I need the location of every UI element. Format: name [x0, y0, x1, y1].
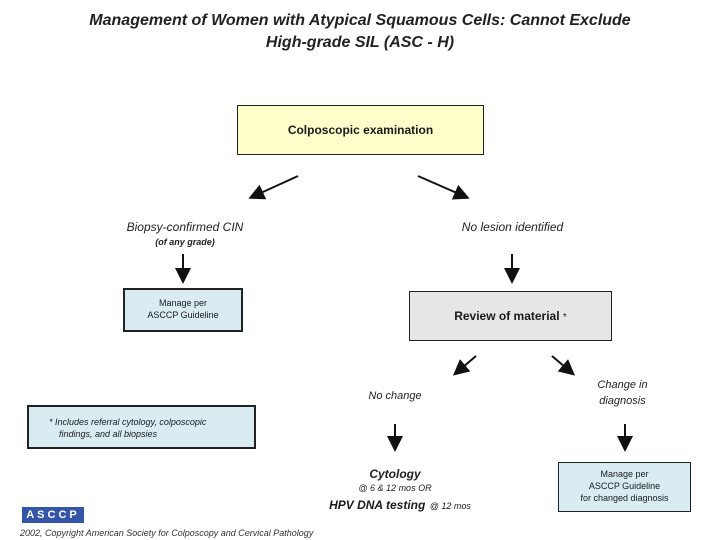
no-change-label: No change: [368, 390, 422, 402]
footnote-line2: findings, and all biopsies: [59, 429, 158, 439]
arrow-colposcopy-to-no-lesion: [417, 175, 470, 200]
manage-left-box: Manage per ASCCP Guideline: [123, 288, 243, 332]
biopsy-label: Biopsy-confirmed CIN: [126, 220, 244, 234]
asccp-logo: ASCCP: [22, 507, 84, 523]
review-box: Review of material *: [409, 291, 612, 341]
arrow-review-to-change: [551, 355, 576, 376]
colposcopy-box: Colposcopic examination: [237, 105, 484, 155]
hpv-row: HPV DNA testing @ 12 mos: [300, 496, 500, 514]
asccp-logo-text: ASCCP: [26, 509, 80, 521]
manage-right-line1: Manage per: [600, 469, 649, 479]
page-title-line2: High-grade SIL (ASC - H): [265, 34, 455, 51]
manage-right-line2: ASCCP Guideline: [588, 481, 661, 491]
footnote-line1: * Includes referral cytology, colposcopi…: [49, 417, 207, 427]
change-label-line1: Change in: [597, 379, 648, 391]
review-label: Review of material: [454, 309, 560, 323]
cytology-label: Cytology: [369, 467, 421, 481]
arrow-colposcopy-to-biopsy: [248, 175, 299, 200]
hpv-sublabel: @ 12 mos: [429, 501, 471, 511]
cytology-sublabel: @ 6 & 12 mos OR: [358, 483, 432, 493]
hpv-label: HPV DNA testing: [329, 498, 426, 512]
review-mark: *: [562, 312, 567, 323]
manage-right-line3: for changed diagnosis: [580, 493, 669, 503]
copyright-text: 2002, Copyright American Society for Col…: [20, 528, 314, 538]
arrow-review-to-no-change: [452, 355, 477, 376]
change-label-line2: diagnosis: [599, 395, 646, 407]
footnote-box: * Includes referral cytology, colposcopi…: [27, 405, 256, 449]
manage-left-line2: ASCCP Guideline: [147, 310, 219, 320]
manage-right-box: Manage per ASCCP Guideline for changed d…: [558, 462, 691, 512]
no-lesion-label: No lesion identified: [461, 220, 564, 234]
page-title-line1: Management of Women with Atypical Squamo…: [89, 12, 631, 29]
biopsy-sublabel: (of any grade): [155, 237, 215, 247]
colposcopy-label: Colposcopic examination: [287, 123, 434, 137]
manage-left-line1: Manage per: [158, 298, 208, 308]
